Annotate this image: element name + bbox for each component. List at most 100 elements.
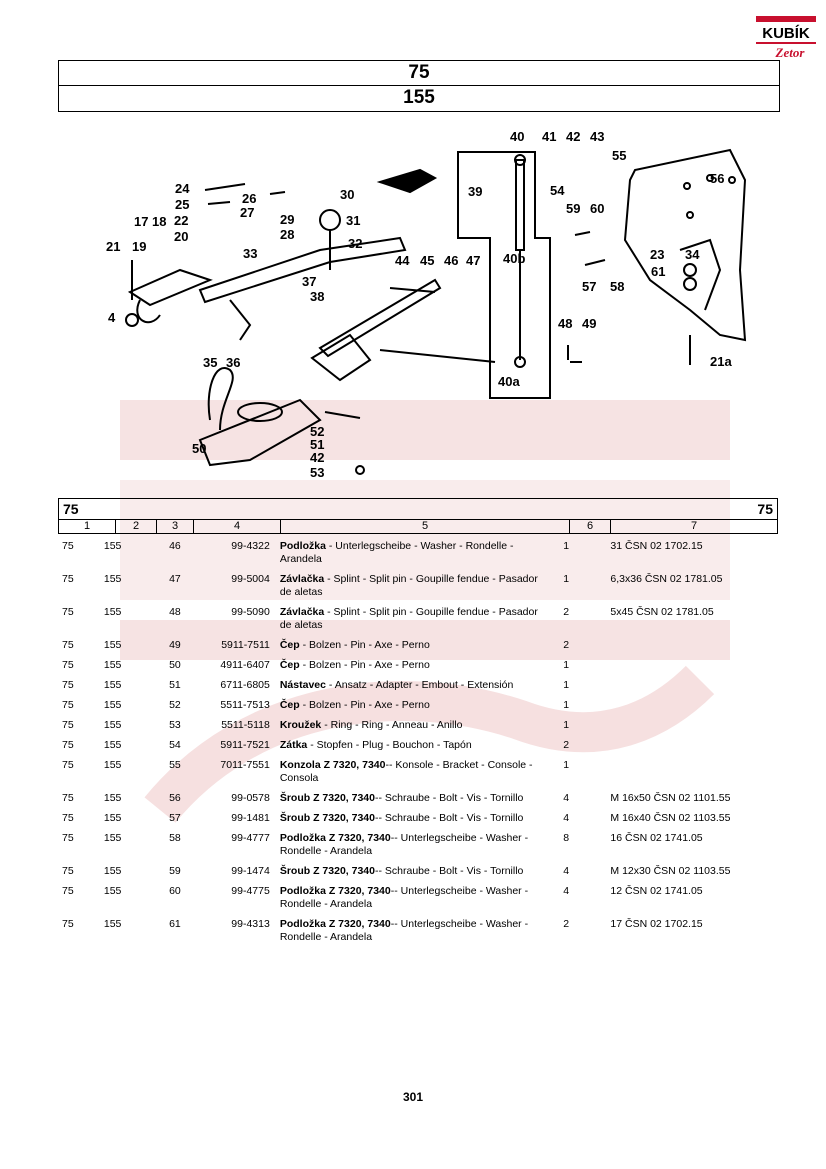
cell-subgroup: 155 xyxy=(103,759,122,771)
cell-quantity: 1 xyxy=(563,679,570,691)
cell-group: 75 xyxy=(62,639,74,651)
table-row: 75 155 48 99-5090 Závlačka - Splint - Sp… xyxy=(58,606,778,639)
cell-quantity: 4 xyxy=(563,812,570,824)
cell-standard xyxy=(584,679,778,699)
cell-group: 75 xyxy=(62,792,74,804)
part-translations: -- Schraube - Bolt - Vis - Tornillo xyxy=(374,792,524,804)
cell-description: Zátka - Stopfen - Plug - Bouchon - Tapón xyxy=(270,739,548,759)
diagram-label: 56 xyxy=(710,171,724,186)
cell-description: Čep - Bolzen - Pin - Axe - Perno xyxy=(270,699,548,719)
cell-group: 75 xyxy=(62,759,74,771)
table-row: 75 155 51 6711-6805 Nástavec - Ansatz - … xyxy=(58,679,778,699)
cell-description: Kroužek - Ring - Ring - Anneau - Anillo xyxy=(270,719,548,739)
table-row: 75 155 52 5511-7513 Čep - Bolzen - Pin -… xyxy=(58,699,778,719)
diagram-label: 43 xyxy=(590,129,604,144)
part-translations: - Ansatz - Adapter - Embout - Extensión xyxy=(325,679,514,691)
cell-position: 50 xyxy=(169,659,181,671)
cell-position: 60 xyxy=(169,885,181,897)
part-name: Podložka Z 7320, 7340 xyxy=(279,918,391,930)
cell-subgroup: 155 xyxy=(103,739,122,751)
diagram-label: 41 xyxy=(542,129,556,144)
cell-part-number: 5911-7521 xyxy=(220,739,270,751)
part-name: Šroub Z 7320, 7340 xyxy=(279,792,375,804)
cell-quantity: 1 xyxy=(563,719,570,731)
cell-subgroup: 155 xyxy=(103,639,122,651)
part-translations: - Bolzen - Pin - Axe - Perno xyxy=(299,699,430,711)
cell-description: Čep - Bolzen - Pin - Axe - Perno xyxy=(270,639,548,659)
cell-quantity: 4 xyxy=(563,865,570,877)
column-header: 3 xyxy=(157,520,194,533)
part-translations: - Splint - Split pin - Goupille fendue -… xyxy=(279,573,538,598)
part-name: Šroub Z 7320, 7340 xyxy=(279,865,375,877)
diagram-label: 29 xyxy=(280,212,294,227)
diagram-label: 42 xyxy=(310,450,324,465)
cell-subgroup: 155 xyxy=(103,606,122,618)
cell-group: 75 xyxy=(62,659,74,671)
cell-quantity: 2 xyxy=(563,739,570,751)
cell-subgroup: 155 xyxy=(103,792,122,804)
cell-group: 75 xyxy=(62,573,74,585)
exploded-parts-diagram: 40 41 42 43 55 24 25 26 30 39 54 56 59 6… xyxy=(106,129,747,480)
cell-group: 75 xyxy=(62,699,74,711)
diagram-label: 34 xyxy=(685,247,700,262)
cell-position: 57 xyxy=(169,812,181,824)
diagram-label: 25 xyxy=(175,197,189,212)
cell-group: 75 xyxy=(62,865,74,877)
cell-description: Šroub Z 7320, 7340-- Schraube - Bolt - V… xyxy=(270,792,548,812)
cell-group: 75 xyxy=(62,679,74,691)
cell-quantity: 1 xyxy=(563,759,570,771)
column-header: 5 xyxy=(281,520,570,533)
diagram-label: 57 xyxy=(582,279,596,294)
diagram-label: 19 xyxy=(132,239,146,254)
cell-description: Konzola Z 7320, 7340-- Konsole - Bracket… xyxy=(270,759,548,792)
cell-quantity: 2 xyxy=(563,639,570,651)
cell-quantity: 1 xyxy=(563,540,570,552)
cell-group: 75 xyxy=(62,918,74,930)
section-right: 75 xyxy=(757,501,773,517)
cell-description: Čep - Bolzen - Pin - Axe - Perno xyxy=(270,659,548,679)
table-row: 75 155 55 7011-7551 Konzola Z 7320, 7340… xyxy=(58,759,778,792)
diagram-label: 24 xyxy=(175,181,190,196)
group-number: 75 xyxy=(408,62,430,83)
cell-subgroup: 155 xyxy=(103,832,122,844)
cell-description: Závlačka - Splint - Split pin - Goupille… xyxy=(270,606,548,639)
diagram-label: 61 xyxy=(651,264,665,279)
cell-position: 58 xyxy=(169,832,181,844)
parts-table-header: 75 75 1 2 3 4 5 6 7 xyxy=(58,498,778,534)
cell-group: 75 xyxy=(62,739,74,751)
cell-group: 75 xyxy=(62,885,74,897)
cell-quantity: 8 xyxy=(563,832,570,844)
cell-part-number: 4911-6407 xyxy=(220,659,270,671)
cell-position: 54 xyxy=(169,739,181,751)
diagram-label: 42 xyxy=(566,129,580,144)
part-name: Čep xyxy=(279,639,300,651)
part-translations: -- Konsole - Bracket - Console - Consola xyxy=(279,759,533,784)
cell-part-number: 99-5004 xyxy=(231,573,270,585)
diagram-label: 53 xyxy=(310,465,324,480)
diagram-label: 28 xyxy=(280,227,294,242)
diagram-label: 47 xyxy=(466,253,480,268)
cell-standard: 16 ČSN 02 1741.05 xyxy=(610,832,703,844)
parts-table-body: 75 155 46 99-4322 Podložka - Unterlegsch… xyxy=(58,540,778,951)
cell-part-number: 99-4777 xyxy=(231,832,270,844)
cell-position: 61 xyxy=(169,918,181,930)
cell-description: Podložka Z 7320, 7340-- Unterlegscheibe … xyxy=(270,832,548,865)
cell-standard xyxy=(584,639,778,659)
cell-standard: 31 ČSN 02 1702.15 xyxy=(610,540,703,552)
header-box: 75 155 xyxy=(58,60,780,112)
diagram-label: 51 xyxy=(310,437,324,452)
cell-position: 59 xyxy=(169,865,181,877)
part-name: Podložka Z 7320, 7340 xyxy=(279,832,391,844)
cell-part-number: 6711-6805 xyxy=(220,679,270,691)
diagram-label: 17 xyxy=(134,214,148,229)
diagram-label: 36 xyxy=(226,355,240,370)
cell-standard: M 12x30 ČSN 02 1103.55 xyxy=(610,865,731,877)
column-header-row: 1 2 3 4 5 6 7 xyxy=(58,519,778,534)
cell-part-number: 5511-7513 xyxy=(220,699,270,711)
part-translations: - Ring - Ring - Anneau - Anillo xyxy=(321,719,463,731)
cell-position: 51 xyxy=(169,679,181,691)
cell-quantity: 1 xyxy=(563,573,570,585)
cell-quantity: 1 xyxy=(563,659,570,671)
cell-position: 49 xyxy=(169,639,181,651)
cell-quantity: 4 xyxy=(563,792,570,804)
